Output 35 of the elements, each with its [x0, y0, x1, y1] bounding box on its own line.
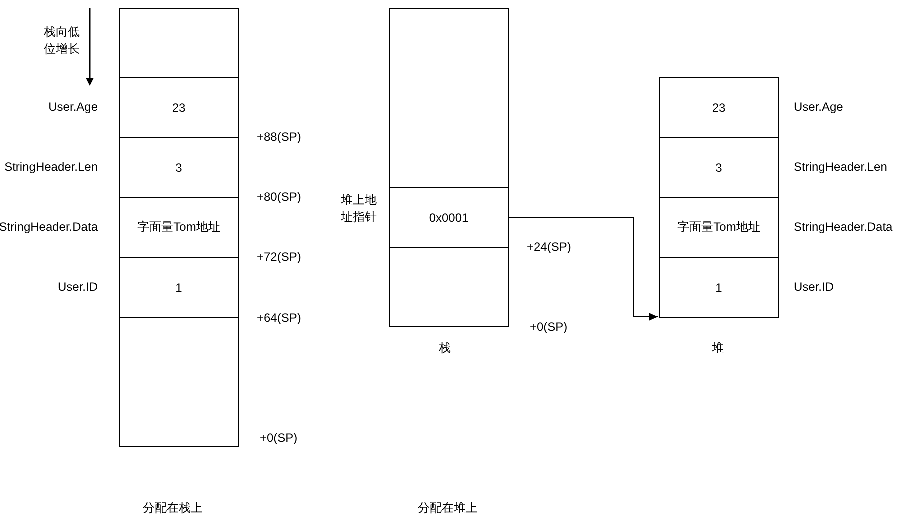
memory-cell: 1: [659, 257, 779, 318]
memory-cell: [389, 8, 509, 188]
offset-label: +24(SP): [527, 240, 572, 254]
offset-label: +72(SP): [257, 250, 302, 264]
offset-label: +80(SP): [257, 190, 302, 204]
section-caption: 分配在栈上: [143, 500, 203, 517]
field-name: User.Age: [48, 100, 98, 114]
column-caption: 栈: [439, 340, 451, 357]
field-name: StringHeader.Len: [794, 160, 888, 174]
offset-label: +88(SP): [257, 130, 302, 144]
offset-label: +0(SP): [260, 431, 298, 445]
memory-cell: 23: [119, 77, 239, 138]
column-caption: 堆: [712, 340, 724, 357]
offset-label: +64(SP): [257, 311, 302, 325]
arrow: [508, 217, 658, 321]
field-name: StringHeader.Len: [4, 160, 98, 174]
memory-cell: 3: [119, 137, 239, 198]
memory-cell: 0x0001: [389, 187, 509, 248]
field-name: User.Age: [794, 100, 844, 114]
memory-cell: 字面量Tom地址: [119, 197, 239, 258]
pointer-label: 堆上地址指针: [341, 192, 378, 226]
memory-cell: 字面量Tom地址: [659, 197, 779, 258]
memory-cell: [389, 247, 509, 327]
field-name: StringHeader.Data: [794, 220, 893, 234]
memory-cell: [119, 8, 239, 78]
memory-cell: 3: [659, 137, 779, 198]
field-name: StringHeader.Data: [0, 220, 98, 234]
memory-cell: 1: [119, 257, 239, 318]
direction-note: 栈向低位增长: [44, 24, 81, 58]
memory-cell: [119, 317, 239, 447]
memory-cell: 23: [659, 77, 779, 138]
field-name: User.ID: [58, 280, 98, 294]
section-caption: 分配在堆上: [418, 500, 478, 517]
field-name: User.ID: [794, 280, 834, 294]
offset-label: +0(SP): [530, 320, 568, 334]
